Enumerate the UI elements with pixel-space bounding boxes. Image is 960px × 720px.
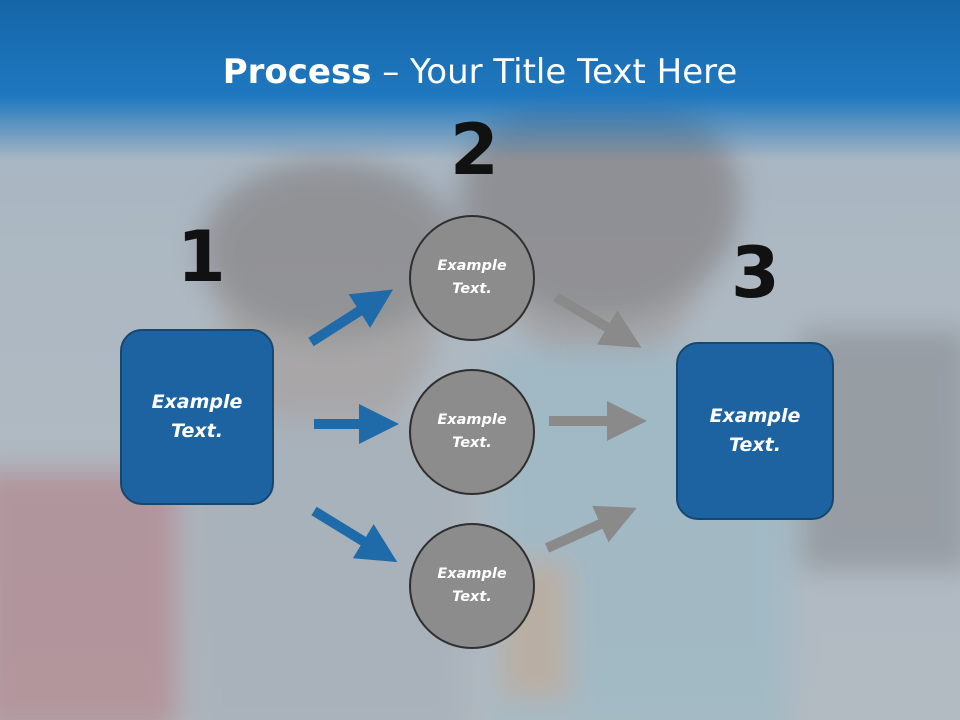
title-bold: Process	[222, 52, 372, 92]
step-1-box-label: Example Text.	[151, 391, 243, 442]
step-3-box[interactable]: Example Text.	[676, 342, 834, 520]
step-1-box[interactable]: Example Text.	[120, 329, 274, 505]
step-number-1: 1	[177, 216, 226, 298]
arrow-bottom-to-3	[544, 505, 637, 553]
step-2-circle-top[interactable]: Example Text.	[409, 215, 535, 341]
slide-title: Process – Your Title Text Here	[0, 52, 960, 92]
step-3-box-label: Example Text.	[709, 405, 801, 456]
circle-top-label: Example Text.	[437, 258, 507, 297]
step-number-2: 2	[450, 109, 499, 191]
title-rest: – Your Title Text Here	[371, 52, 738, 92]
step-2-circle-bottom[interactable]: Example Text.	[409, 523, 535, 649]
step-2-circle-middle[interactable]: Example Text.	[409, 369, 535, 495]
circle-bottom-label: Example Text.	[437, 566, 507, 605]
header-band	[0, 0, 960, 160]
arrow-1-to-bottom	[311, 506, 398, 563]
arrow-1-to-top	[308, 289, 394, 347]
circle-middle-label: Example Text.	[437, 412, 507, 451]
arrow-top-to-3	[553, 292, 642, 348]
step-number-3: 3	[731, 232, 780, 314]
